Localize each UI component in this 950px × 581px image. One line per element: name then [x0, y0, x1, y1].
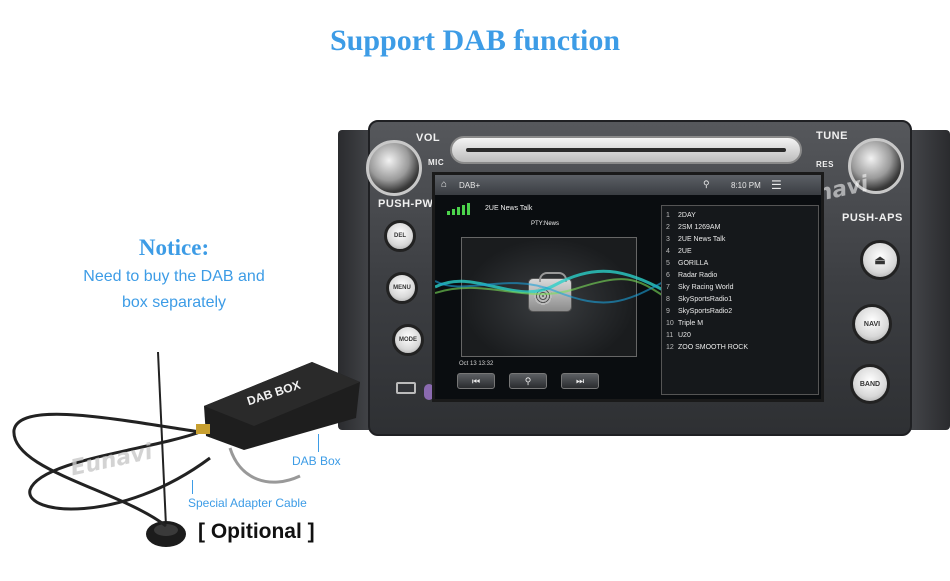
- station-name: Triple M: [678, 320, 704, 327]
- res-label: RES: [816, 160, 834, 169]
- status-bar: ⌂ DAB+ ⚲ 8:10 PM ☰: [435, 175, 821, 195]
- push-pwr-label: PUSH-PWR: [378, 198, 442, 210]
- mic-label: MIC: [428, 158, 445, 167]
- cable-leader: [192, 480, 193, 494]
- datetime-label: Oct 13 13:32: [459, 361, 494, 367]
- station-list-item[interactable]: 9 SkySportsRadio2: [662, 308, 818, 320]
- station-name: 2UE: [678, 248, 692, 255]
- station-name: Sky Racing World: [678, 284, 734, 291]
- navi-button[interactable]: NAVI: [852, 304, 892, 344]
- station-number: 2: [666, 224, 670, 231]
- station-number: 6: [666, 272, 670, 279]
- notice-line-1: Need to buy the DAB and: [83, 268, 265, 285]
- radio-icon: [528, 272, 572, 312]
- station-list-item[interactable]: 12 ZOO SMOOTH ROCK: [662, 344, 818, 356]
- next-button[interactable]: ⏭: [561, 373, 599, 389]
- vol-label: VOL: [416, 132, 441, 144]
- notice-line-2: box separately: [121, 294, 227, 311]
- source-label: DAB+: [459, 181, 481, 190]
- station-number: 11: [666, 332, 674, 339]
- station-list-item[interactable]: 8 SkySportsRadio1: [662, 296, 818, 308]
- notice-heading: Notice:: [138, 235, 210, 260]
- station-list-item[interactable]: 4 2UE: [662, 248, 818, 260]
- signal-strength-icon: [447, 203, 470, 215]
- station-list-item[interactable]: 6 Radar Radio: [662, 272, 818, 284]
- prev-icon: ⏮: [471, 375, 481, 386]
- station-list-item[interactable]: 2 2SM 1269AM: [662, 224, 818, 236]
- station-name: SkySportsRadio2: [678, 308, 733, 315]
- next-icon: ⏭: [575, 375, 585, 386]
- dab-accessory: DAB BOX DAB Box Special Adapter Cable [ …: [0, 340, 420, 581]
- clock: 8:10 PM: [731, 181, 761, 190]
- tune-knob[interactable]: [848, 138, 904, 194]
- menu-icon[interactable]: ☰: [771, 178, 782, 192]
- station-name: 2DAY: [678, 212, 696, 219]
- station-number: 1: [666, 212, 670, 219]
- volume-knob[interactable]: [366, 140, 422, 196]
- station-name: Radar Radio: [678, 272, 718, 279]
- current-station: 2UE News Talk: [485, 205, 533, 212]
- dab-box-caption: DAB Box: [292, 454, 341, 468]
- del-button[interactable]: DEL: [384, 220, 416, 252]
- push-aps-label: PUSH-APS: [842, 212, 903, 224]
- sd-slot-icon: [424, 384, 434, 400]
- station-list: 1 2DAY 2 2SM 1269AM 3 2UE News Talk 4 2UE 5 GORIL…: [661, 205, 819, 395]
- station-name: 2UE News Talk: [678, 236, 726, 243]
- station-list-item[interactable]: 11 U20: [662, 332, 818, 344]
- album-art: [461, 237, 637, 357]
- mode-button[interactable]: MODE: [392, 324, 424, 356]
- search-icon: ⚲: [524, 375, 532, 386]
- cd-slot[interactable]: [450, 136, 802, 164]
- station-number: 10: [666, 320, 674, 327]
- band-button[interactable]: BAND: [850, 364, 890, 404]
- station-name: ZOO SMOOTH ROCK: [678, 344, 748, 351]
- station-number: 12: [666, 344, 674, 351]
- optional-label: [ Opitional ]: [198, 520, 315, 543]
- touch-screen[interactable]: ⌂ DAB+ ⚲ 8:10 PM ☰ 2UE News Talk PTY:New…: [432, 172, 824, 402]
- station-name: 2SM 1269AM: [678, 224, 721, 231]
- station-list-item[interactable]: 10 Triple M: [662, 320, 818, 332]
- cable-caption: Special Adapter Cable: [188, 496, 307, 510]
- station-list-item[interactable]: 7 Sky Racing World: [662, 284, 818, 296]
- home-icon[interactable]: ⌂: [441, 179, 448, 190]
- location-icon: ⚲: [703, 179, 710, 189]
- dab-box-leader: [318, 434, 319, 452]
- antenna-cable-graphic: [12, 351, 360, 547]
- station-name: SkySportsRadio1: [678, 296, 733, 303]
- station-name: U20: [678, 332, 691, 339]
- station-number: 7: [666, 284, 670, 291]
- tune-label: TUNE: [816, 130, 848, 142]
- station-number: 3: [666, 236, 670, 243]
- usb-port-icon: [396, 382, 416, 394]
- eject-button[interactable]: ⏏: [860, 240, 900, 280]
- station-number: 4: [666, 248, 670, 255]
- prev-button[interactable]: ⏮: [457, 373, 495, 389]
- search-button[interactable]: ⚲: [509, 373, 547, 389]
- menu-button[interactable]: MENU: [386, 272, 418, 304]
- station-number: 5: [666, 260, 670, 267]
- page-title: Support DAB function: [329, 24, 621, 57]
- notice-text: Need to buy the DAB and box separately: [60, 264, 288, 316]
- pty-label: PTY:News: [531, 221, 560, 227]
- station-list-item[interactable]: 5 GORILLA: [662, 260, 818, 272]
- station-list-item[interactable]: 1 2DAY: [662, 212, 818, 224]
- station-number: 8: [666, 296, 670, 303]
- station-number: 9: [666, 308, 670, 315]
- head-unit: VOL MIC PUSH-PWR TUNE RES PUSH-APS DEL M…: [338, 116, 950, 446]
- station-list-item[interactable]: 3 2UE News Talk: [662, 236, 818, 248]
- station-name: GORILLA: [678, 260, 709, 267]
- eject-icon: ⏏: [874, 253, 886, 267]
